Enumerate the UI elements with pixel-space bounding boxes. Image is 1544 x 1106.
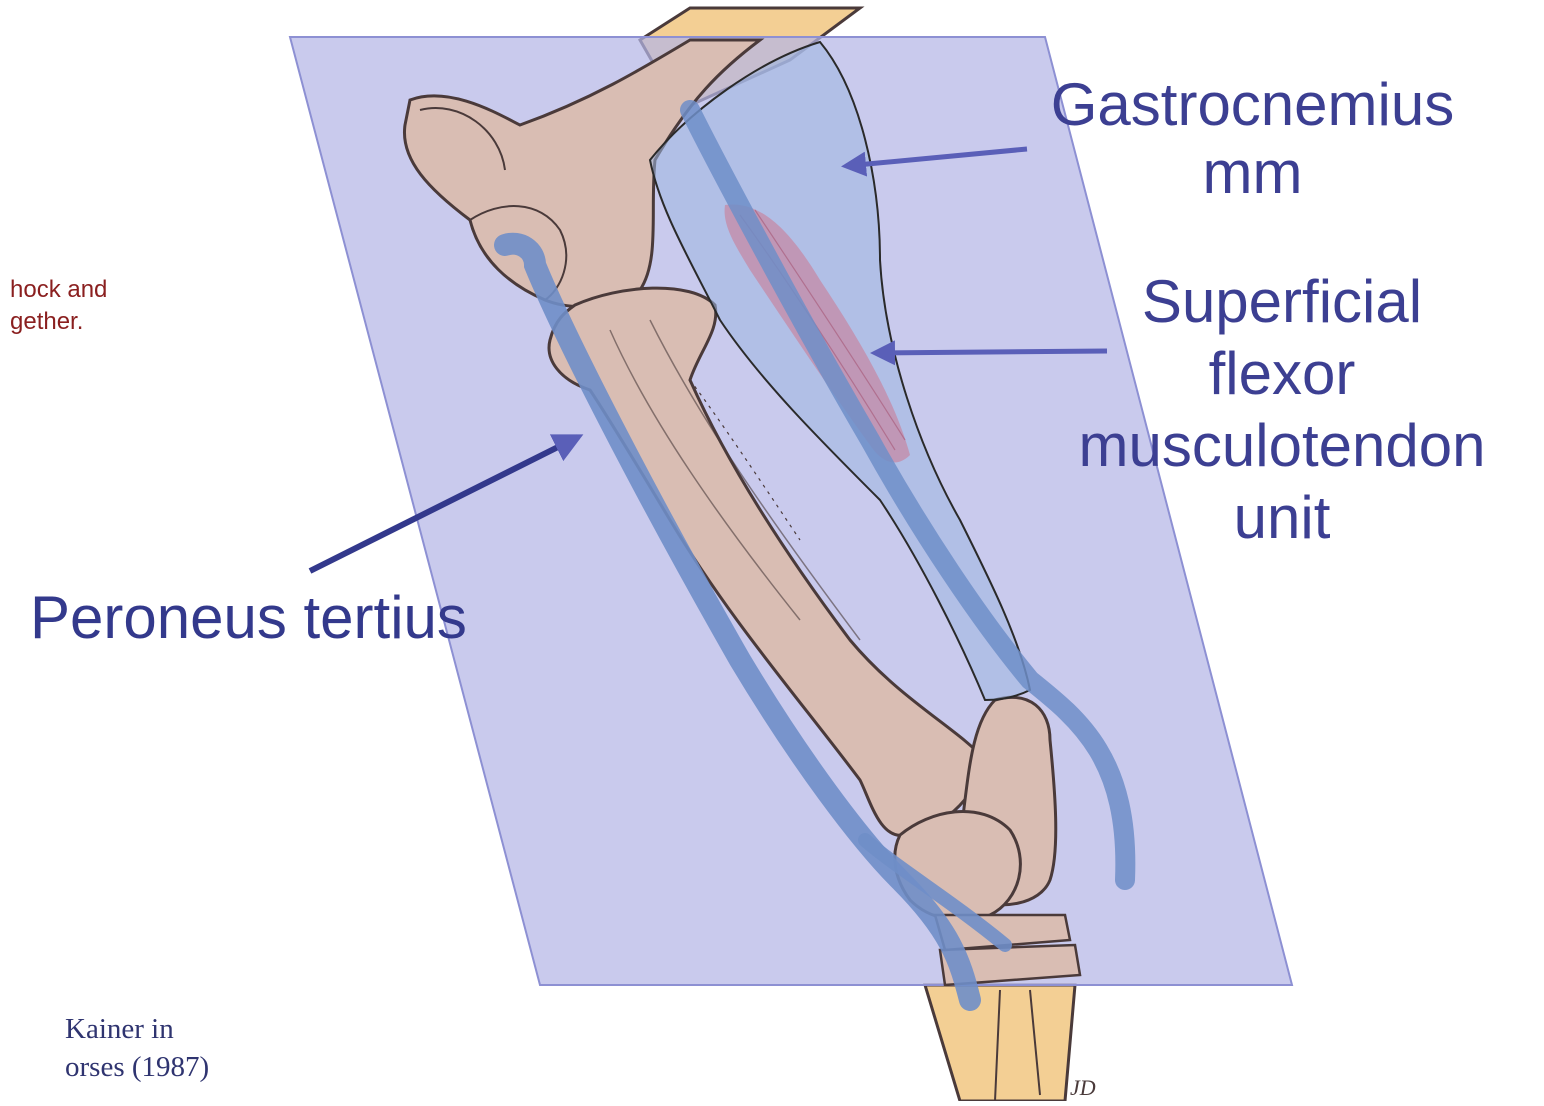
source-citation: Kainer in orses (1987) bbox=[65, 1010, 209, 1087]
artist-signature: JD bbox=[1070, 1075, 1096, 1100]
gastrocnemius-label-line2: mm bbox=[1000, 143, 1505, 203]
superficial-flexor-label-line2: flexor bbox=[1030, 344, 1534, 416]
side-note-line1: hock and bbox=[10, 274, 107, 306]
citation-line1: Kainer in bbox=[65, 1010, 209, 1048]
superficial-flexor-label-line4: unit bbox=[1030, 488, 1534, 548]
gastrocnemius-label-line1: Gastrocnemius bbox=[1000, 75, 1505, 143]
side-note: hock and gether. bbox=[10, 274, 107, 339]
gastrocnemius-label: Gastrocnemius mm bbox=[1000, 75, 1505, 203]
superficial-flexor-label-line1: Superficial bbox=[1030, 272, 1534, 344]
side-note-line2: gether. bbox=[10, 306, 107, 338]
superficial-flexor-label-line3: musculotendon bbox=[1030, 416, 1534, 488]
peroneus-tertius-label: Peroneus tertius bbox=[30, 588, 467, 648]
superficial-flexor-label: Superficial flexor musculotendon unit bbox=[1030, 272, 1534, 548]
citation-line2: orses (1987) bbox=[65, 1048, 209, 1086]
